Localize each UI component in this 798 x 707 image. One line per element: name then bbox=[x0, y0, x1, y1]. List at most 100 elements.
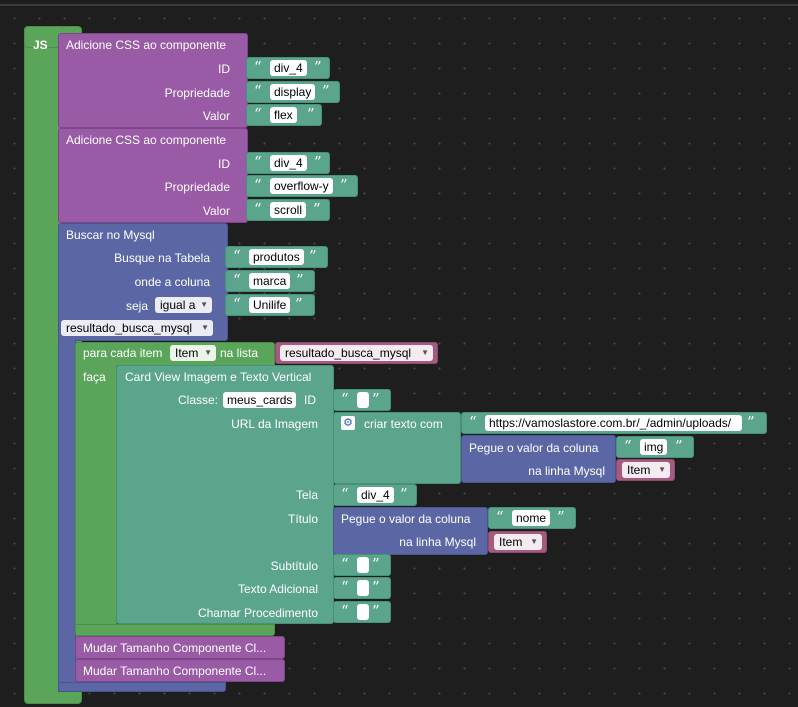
url-row-var-dropdown[interactable]: Item ▼ bbox=[622, 462, 670, 478]
css-block-2-prop-label: Propriedade bbox=[164, 180, 230, 194]
titulo-get-column-block[interactable] bbox=[333, 507, 488, 555]
open-quote: “ bbox=[341, 602, 349, 620]
open-quote: “ bbox=[233, 295, 241, 313]
create-text-label: criar texto com bbox=[364, 417, 443, 431]
close-quote: ” bbox=[307, 105, 315, 123]
close-quote: ” bbox=[309, 247, 317, 265]
foreach-do-label: faça bbox=[83, 370, 106, 384]
chevron-down-icon: ▼ bbox=[530, 537, 538, 546]
card-class-label: Classe: bbox=[177, 393, 218, 407]
close-quote: ” bbox=[747, 413, 755, 431]
close-quote: ” bbox=[295, 295, 303, 313]
card-url-label: URL da Imagem bbox=[231, 417, 318, 431]
card-view-title: Card View Imagem e Texto Vertical bbox=[125, 370, 312, 384]
open-quote: “ bbox=[624, 437, 632, 455]
foreach-block-body bbox=[75, 365, 117, 627]
card-id-field[interactable] bbox=[357, 392, 369, 408]
card-titulo-label: Título bbox=[287, 512, 318, 526]
close-quote: ” bbox=[372, 555, 380, 573]
subtitulo-field[interactable] bbox=[357, 557, 369, 573]
mysql-result-var-value: resultado_busca_mysql bbox=[66, 321, 193, 335]
resize-component-block-1[interactable] bbox=[75, 636, 285, 659]
foreach-list-var-value: resultado_busca_mysql bbox=[285, 346, 412, 360]
css-block-1-prop-field[interactable]: display bbox=[270, 84, 316, 100]
open-quote: “ bbox=[254, 58, 262, 76]
card-class-field[interactable]: meus_cards bbox=[223, 392, 297, 408]
close-quote: ” bbox=[372, 602, 380, 620]
css-block-1-val-field[interactable]: flex bbox=[270, 107, 297, 123]
mysql-block-body bbox=[58, 340, 76, 692]
chevron-down-icon: ▼ bbox=[421, 348, 429, 357]
mysql-match-field[interactable]: Unilife bbox=[249, 297, 291, 313]
titulo-row-label: na linha Mysql bbox=[399, 535, 476, 549]
open-quote: “ bbox=[233, 247, 241, 265]
close-quote: ” bbox=[340, 176, 348, 194]
card-url-field[interactable]: https://vamoslastore.com.br/_/admin/uplo… bbox=[485, 415, 742, 431]
resize-component-block-2[interactable] bbox=[75, 659, 285, 682]
js-label: JS bbox=[33, 38, 48, 52]
tela-field[interactable]: div_4 bbox=[357, 487, 394, 503]
css-block-1-title: Adicione CSS ao componente bbox=[66, 38, 227, 52]
card-texto-adicional-label: Texto Adicional bbox=[237, 582, 318, 596]
url-row-label: na linha Mysql bbox=[528, 464, 605, 478]
card-chamar-procedimento-label: Chamar Procedimento bbox=[197, 606, 318, 620]
chamar-procedimento-field[interactable] bbox=[357, 604, 369, 620]
open-quote: “ bbox=[341, 485, 349, 503]
top-border bbox=[0, 4, 798, 6]
url-column-field[interactable]: img bbox=[640, 439, 668, 455]
css-block-2-id-field[interactable]: div_4 bbox=[270, 155, 307, 171]
js-root-top-bar bbox=[24, 26, 64, 48]
css-block-2-val-field[interactable]: scroll bbox=[270, 202, 307, 218]
foreach-item-value: Item bbox=[175, 346, 199, 360]
css-block-1-id-field[interactable]: div_4 bbox=[270, 60, 307, 76]
mysql-result-var-dropdown[interactable]: resultado_busca_mysql ▼ bbox=[61, 320, 213, 336]
mysql-column-field[interactable]: marca bbox=[249, 273, 291, 289]
open-quote: “ bbox=[341, 578, 349, 596]
css-block-1[interactable] bbox=[58, 33, 248, 128]
mysql-block-bottom bbox=[58, 682, 226, 692]
texto-adicional-field[interactable] bbox=[357, 580, 369, 596]
css-block-1-prop-label: Propriedade bbox=[164, 86, 230, 100]
chevron-down-icon: ▼ bbox=[204, 348, 212, 357]
css-block-2-val-label: Valor bbox=[202, 204, 230, 218]
close-quote: ” bbox=[313, 200, 321, 218]
url-row-var-value: Item bbox=[627, 463, 651, 477]
card-tela-label: Tela bbox=[295, 488, 318, 502]
chevron-down-icon: ▼ bbox=[201, 323, 209, 332]
open-quote: “ bbox=[496, 508, 504, 526]
close-quote: ” bbox=[372, 578, 380, 596]
mysql-operator-dropdown[interactable]: igual a ▼ bbox=[155, 297, 212, 313]
mysql-seja-label: seja bbox=[125, 299, 148, 313]
close-quote: ” bbox=[400, 485, 408, 503]
open-quote: “ bbox=[254, 176, 262, 194]
foreach-list-label: na lista bbox=[220, 346, 259, 360]
mysql-operator-value: igual a bbox=[160, 298, 196, 312]
open-quote: “ bbox=[341, 390, 349, 408]
css-block-2-prop-field[interactable]: overflow-y bbox=[270, 178, 333, 194]
resize-component-label-1: Mudar Tamanho Componente Cl... bbox=[83, 641, 267, 655]
foreach-prefix-label: para cada item bbox=[83, 346, 163, 360]
close-quote: ” bbox=[675, 437, 683, 455]
chevron-down-icon: ▼ bbox=[658, 465, 666, 474]
card-id-label: ID bbox=[304, 393, 316, 407]
titulo-column-field[interactable]: nome bbox=[512, 510, 551, 526]
mysql-table-field[interactable]: produtos bbox=[249, 249, 304, 265]
css-block-2-title: Adicione CSS ao componente bbox=[66, 133, 227, 147]
close-quote: ” bbox=[314, 153, 322, 171]
mysql-table-label: Busque na Tabela bbox=[114, 251, 210, 265]
close-quote: ” bbox=[372, 390, 380, 408]
card-view-block[interactable] bbox=[116, 365, 334, 624]
foreach-list-var-dropdown[interactable]: resultado_busca_mysql ▼ bbox=[280, 345, 433, 361]
titulo-row-var-dropdown[interactable]: Item ▼ bbox=[494, 534, 542, 550]
mysql-column-label: onde a coluna bbox=[134, 275, 210, 289]
open-quote: “ bbox=[254, 82, 262, 100]
close-quote: ” bbox=[557, 508, 565, 526]
css-block-2[interactable] bbox=[58, 128, 248, 223]
foreach-item-dropdown[interactable]: Item ▼ bbox=[170, 345, 216, 361]
gear-icon[interactable]: ⚙ bbox=[341, 416, 355, 430]
titulo-row-var-value: Item bbox=[499, 535, 523, 549]
resize-component-label-2: Mudar Tamanho Componente Cl... bbox=[83, 664, 267, 678]
css-block-1-id-label: ID bbox=[218, 62, 230, 76]
url-get-column-block[interactable] bbox=[461, 435, 616, 483]
card-subtitulo-label: Subtítulo bbox=[270, 559, 318, 573]
